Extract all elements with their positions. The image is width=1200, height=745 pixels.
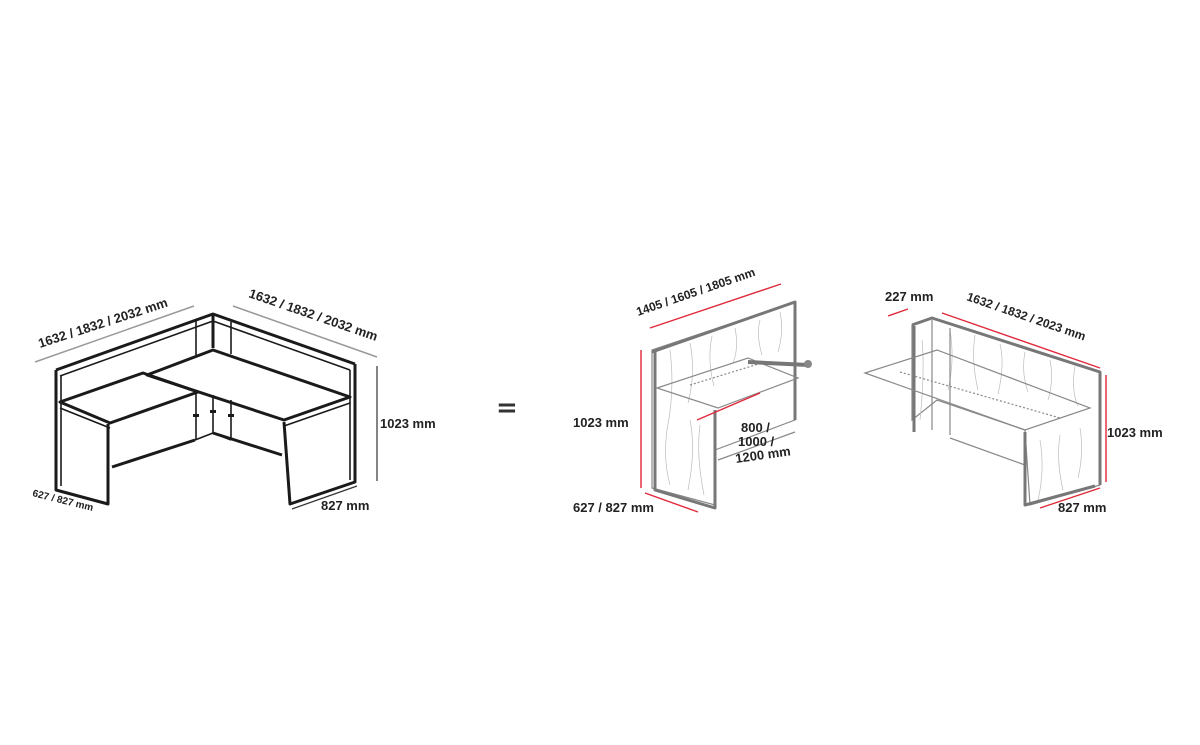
corner-unit-drawing: 1405 / 1605 / 1805 mm 1023 mm 627 / 827 …: [573, 265, 812, 515]
dimension-line: [887, 308, 909, 317]
straight-height-label: 1023 mm: [1107, 425, 1163, 440]
straight-depth-label: 827 mm: [1058, 500, 1106, 515]
desk-length-line2: 1000 /: [738, 434, 775, 449]
corner-height-label: 1023 mm: [573, 415, 629, 430]
desk-length-line1: 800 /: [741, 420, 770, 435]
width-left-label: 1632 / 1832 / 2032 mm: [36, 295, 169, 351]
height-label: 1023 mm: [380, 416, 436, 431]
corner-depth-label: 627 / 827 mm: [573, 500, 654, 515]
dimension-line: [649, 283, 782, 329]
left-end-panel: [54, 370, 110, 506]
dimension-line: [644, 492, 699, 513]
side-panel-frame: [653, 352, 717, 510]
connector-bar: [747, 360, 809, 367]
front-pedestal-frame: [1023, 432, 1096, 507]
dimension-line: [1039, 487, 1101, 509]
straight-unit-drawing: 227 mm 1632 / 1832 / 2023 mm 1023 mm 827…: [863, 289, 1163, 515]
dimension-line: [232, 305, 378, 358]
door-handle-icon: [193, 414, 199, 417]
back-panel-frame: [911, 316, 1102, 485]
equals-sign: =: [496, 393, 518, 423]
door-handle-icon: [228, 414, 234, 417]
dimension-line: [696, 392, 761, 421]
dimension-line: [34, 305, 195, 363]
combined-l-desk-drawing: 1632 / 1832 / 2032 mm 1632 / 1832 / 2032…: [31, 286, 435, 514]
right-desk-top: [145, 348, 352, 422]
dimension-line: [291, 485, 358, 510]
overhang-label: 227 mm: [885, 289, 933, 304]
corner-width-label: 1405 / 1605 / 1805 mm: [634, 265, 757, 319]
desk-top: [863, 349, 1092, 431]
right-end-panel: [282, 364, 357, 506]
door-handle-icon: [210, 410, 216, 413]
dimension-line: [941, 312, 1101, 369]
back-panel-frame: [651, 300, 797, 420]
depth-right-label: 827 mm: [321, 498, 369, 513]
desk-top: [655, 357, 800, 409]
